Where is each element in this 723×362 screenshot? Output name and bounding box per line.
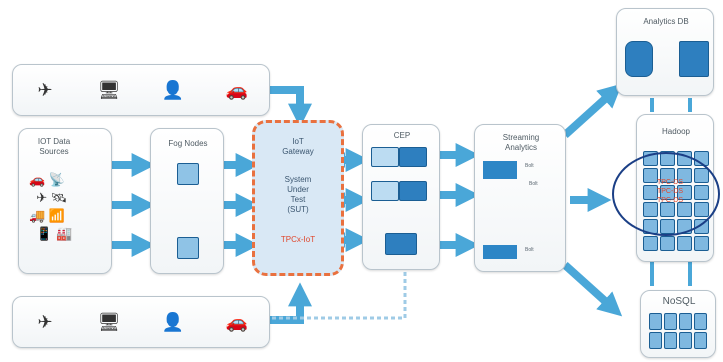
bottom-devices-to-sut-arrow (270, 282, 312, 324)
stream-chip-2: Bolt (529, 181, 538, 187)
cep-feedback-dashed-line (270, 272, 407, 320)
cluster-node-tile (694, 236, 709, 251)
streaming-analytics-box: Streaming Analytics Bolt Bolt Bolt (474, 124, 566, 272)
iot-gateway-sut: IoT Gateway System Under Test (SUT) TPCx… (252, 120, 344, 276)
stream-spout-2 (483, 245, 517, 259)
airplane-icon: ✈ (37, 79, 53, 100)
computer-icon: 🖥 (97, 311, 121, 332)
cep-node-3 (385, 233, 417, 255)
sut-tag: TPCx-IoT (280, 235, 316, 244)
cluster-node-tile (677, 236, 692, 251)
nosql-label: NoSQL (662, 296, 696, 307)
cluster-node-tile (643, 236, 658, 251)
computer-icon: 🖥 (97, 79, 121, 100)
streaming-label-line2: Analytics (504, 143, 537, 152)
iot-sources-label-line2: Sources (39, 147, 69, 156)
cluster-node-tile (679, 332, 692, 349)
hadoop-tags: TPC-DS TPC-DS TPC-DS (640, 178, 700, 205)
fog-node-icon-top (177, 163, 199, 185)
cluster-node-tile (664, 332, 677, 349)
sut-line4: Under (287, 185, 309, 194)
sut-line5: Test (290, 195, 306, 204)
airplane-icon: ✈ (37, 311, 53, 332)
stream-to-nosql-arrow (562, 262, 623, 317)
cluster-node-tile (679, 313, 692, 330)
tpc-ds-highlight-ring (612, 152, 720, 236)
hadoop-tag-1: TPC-DS (656, 179, 684, 186)
stream-chip-3: Bolt (525, 247, 534, 253)
iot-sources-label-line1: IOT Data (37, 137, 71, 146)
top-devices-to-sut-arrow (270, 86, 312, 128)
fog-node-icon-bottom (177, 237, 199, 259)
cluster-node-tile (694, 313, 707, 330)
bottom-device-row: ✈ 🖥 👤 🚗 (12, 296, 270, 348)
cluster-node-tile (660, 236, 675, 251)
cep-node-2b (399, 181, 427, 201)
top-device-row: ✈ 🖥 👤 🚗 (12, 64, 270, 116)
stream-spout-1 (483, 161, 517, 179)
fog-nodes-label: Fog Nodes (168, 139, 208, 148)
streaming-label-line1: Streaming (502, 133, 540, 142)
cep-node-1b (399, 147, 427, 167)
car-icon: 🚗 (225, 79, 249, 100)
person-icon: 👤 (161, 79, 185, 100)
cep-box: CEP (362, 124, 440, 270)
stream-to-analyticsdb-arrow (562, 83, 623, 138)
analytics-db-box: Analytics DB (616, 8, 714, 96)
car-icon: 🚗 (225, 311, 249, 332)
cluster-node-tile (649, 313, 662, 330)
nosql-cluster-grid (649, 313, 709, 353)
stream-chip-1: Bolt (525, 163, 534, 169)
cep-node-1a (371, 147, 399, 167)
sut-line1: IoT (292, 137, 304, 146)
cluster-node-tile (649, 332, 662, 349)
database-cylinder-icon (625, 41, 653, 77)
fog-nodes-box: Fog Nodes (150, 128, 224, 274)
person-icon: 👤 (161, 311, 185, 332)
cep-node-2a (371, 181, 399, 201)
hadoop-tag-2: TPC-DS (656, 188, 684, 195)
iot-data-sources-box: IOT Data Sources 🚗 📡 ✈ 🛰🚚 📶 📱 🏭 (18, 128, 112, 274)
database-server-icon (679, 41, 709, 77)
sut-line3: System (284, 175, 312, 184)
analytics-db-label: Analytics DB (643, 17, 689, 26)
iot-device-icons: 🚗 📡 ✈ 🛰🚚 📶 📱 🏭 (29, 172, 73, 241)
sut-line6: (SUT) (287, 205, 309, 214)
sut-line2: Gateway (282, 147, 314, 156)
hadoop-tag-3: TPC-DS (656, 197, 684, 204)
hadoop-label: Hadoop (661, 127, 691, 136)
cluster-node-tile (694, 332, 707, 349)
cep-label: CEP (393, 131, 411, 140)
cluster-node-tile (664, 313, 677, 330)
nosql-box: NoSQL (640, 290, 716, 358)
